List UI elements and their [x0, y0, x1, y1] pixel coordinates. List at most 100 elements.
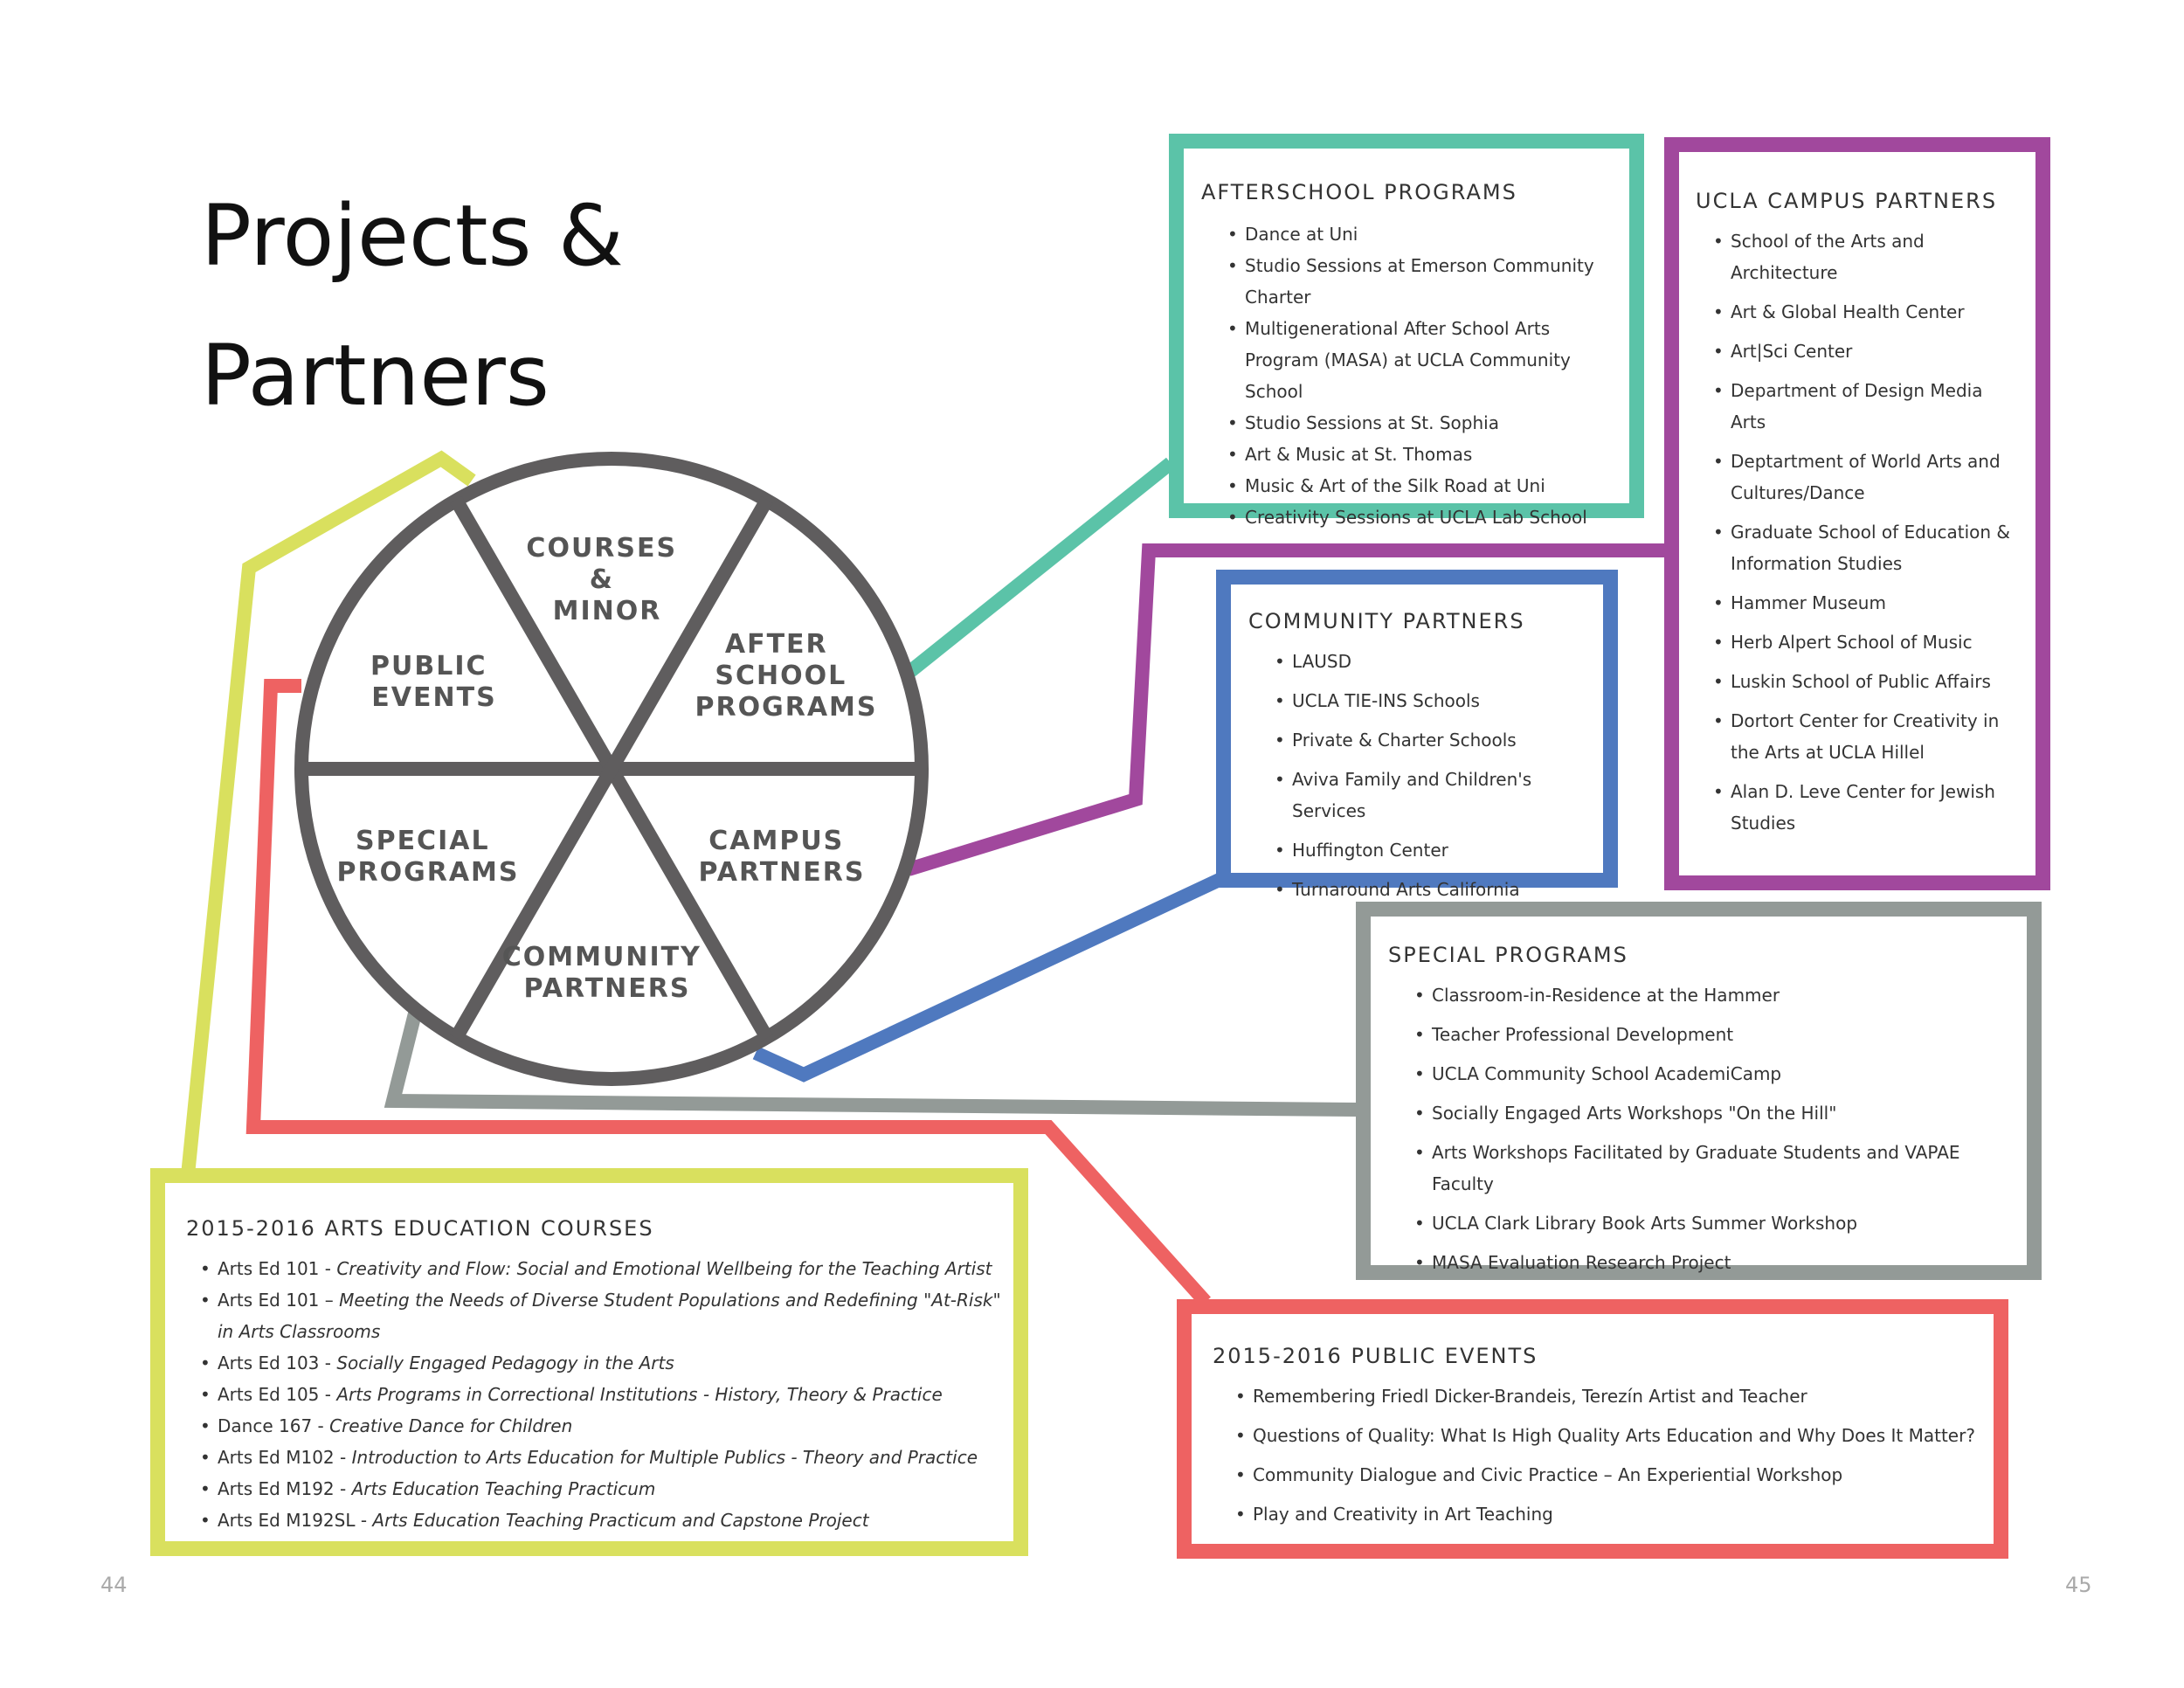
afterschool-programs-box: AFTERSCHOOL PROGRAMS Dance at Uni Studio… [1169, 134, 1644, 533]
page-title: Projects & Partners [201, 166, 624, 446]
page-title-line-2: Partners [201, 327, 549, 425]
page-number-left: 44 [100, 1573, 128, 1597]
community-partners-box: COMMUNITY PARTNERS LAUSD UCLA TIE-INS Sc… [1216, 570, 1618, 905]
afterschool-item: Creativity Sessions at UCLA Lab School [1227, 502, 1608, 533]
program-wheel: COURSES & MINOR AFTER SCHOOL PROGRAMS CA… [294, 452, 929, 1086]
course-code: Arts Ed 103 - [218, 1352, 337, 1373]
public-event-item: Questions of Quality: What Is High Quali… [1235, 1420, 1985, 1451]
special-item: Arts Workshops Facilitated by Graduate S… [1414, 1137, 2018, 1200]
wheel-label-afterschool-2: SCHOOL [715, 661, 847, 691]
wheel-label-public-2: EVENTS [371, 682, 496, 713]
special-programs-box: SPECIAL PROGRAMS Classroom-in-Residence … [1356, 902, 2042, 1280]
arts-education-courses-box: 2015-2016 ARTS EDUCATION COURSES Arts Ed… [150, 1168, 1028, 1556]
course-item: Arts Ed M192 - Arts Education Teaching P… [200, 1473, 1001, 1505]
course-code: Arts Ed 105 - [218, 1384, 337, 1405]
wheel-label-campus-2: PARTNERS [699, 857, 866, 888]
campus-item: Herb Alpert School of Music [1713, 626, 2023, 658]
course-item: Arts Ed 105 - Arts Programs in Correctio… [200, 1379, 1001, 1410]
svg-text:AFTER SCHOOL PROGR: AFTER SCHOOL PROGRAMS [695, 629, 878, 723]
course-title: Introduction to Arts Education for Multi… [351, 1447, 978, 1468]
afterschool-item: Studio Sessions at Emerson Community Cha… [1227, 250, 1608, 313]
wheel-label-afterschool-1: AFTER [725, 629, 828, 660]
campus-item: Department of Design Media Arts [1713, 375, 2023, 438]
campus-item: Luskin School of Public Affairs [1713, 666, 2023, 697]
campus-item: Deptartment of World Arts and Cultures/D… [1713, 446, 2023, 508]
connector-courses [181, 450, 476, 1176]
afterschool-item: Studio Sessions at St. Sophia [1227, 407, 1608, 439]
community-item: UCLA TIE-INS Schools [1275, 685, 1594, 716]
special-item: Teacher Professional Development [1414, 1019, 2018, 1050]
special-item: MASA Evaluation Research Project [1414, 1247, 2018, 1278]
arts-education-courses-list: Arts Ed 101 - Creativity and Flow: Socia… [200, 1253, 1001, 1536]
afterschool-programs-list: Dance at Uni Studio Sessions at Emerson … [1227, 218, 1608, 533]
afterschool-item: Music & Art of the Silk Road at Uni [1227, 470, 1608, 502]
community-item: Private & Charter Schools [1275, 724, 1594, 756]
connector-special [384, 1012, 1359, 1117]
special-programs-heading: SPECIAL PROGRAMS [1388, 943, 1628, 967]
course-title: Arts Education Teaching Practicum and Ca… [372, 1510, 869, 1531]
special-item: UCLA Community School AcademiCamp [1414, 1058, 2018, 1090]
public-events-heading: 2015-2016 PUBLIC EVENTS [1213, 1344, 1538, 1368]
public-event-item: Remembering Friedl Dicker-Brandeis, Tere… [1235, 1380, 1985, 1412]
wheel-label-special-2: PROGRAMS [337, 857, 520, 888]
course-item: Arts Ed 101 – Meeting the Needs of Diver… [200, 1284, 1001, 1347]
wheel-label-courses-1: COURSES [526, 533, 677, 564]
connector-community [752, 871, 1227, 1083]
special-item: Classroom-in-Residence at the Hammer [1414, 979, 2018, 1011]
community-item: Huffington Center [1275, 834, 1594, 866]
wheel-label-community-2: PARTNERS [524, 973, 691, 1004]
community-item: LAUSD [1275, 646, 1594, 677]
public-event-item: Community Dialogue and Civic Practice – … [1235, 1459, 1985, 1491]
wheel-label-public-1: PUBLIC [370, 651, 487, 681]
afterschool-programs-heading: AFTERSCHOOL PROGRAMS [1201, 180, 1517, 204]
course-title: Arts Programs in Correctional Institutio… [336, 1384, 943, 1405]
course-code: Arts Ed 101 - [218, 1258, 337, 1279]
campus-item: Dortort Center for Creativity in the Art… [1713, 705, 2023, 768]
campus-item: Hammer Museum [1713, 587, 2023, 619]
connector-campus [906, 543, 1664, 876]
connector-public [245, 679, 1211, 1307]
special-item: Socially Engaged Arts Workshops "On the … [1414, 1097, 2018, 1129]
course-title: Creativity and Flow: Social and Emotiona… [336, 1258, 992, 1279]
campus-item: Graduate School of Education & Informati… [1713, 516, 2023, 579]
course-item: Arts Ed M102 - Introduction to Arts Educ… [200, 1442, 1001, 1473]
course-item: Dance 167 - Creative Dance for Children [200, 1410, 1001, 1442]
course-title: Creative Dance for Children [329, 1415, 573, 1436]
campus-item: School of the Arts and Architecture [1713, 225, 2023, 288]
public-events-box: 2015-2016 PUBLIC EVENTS Remembering Frie… [1177, 1299, 2008, 1559]
public-events-list: Remembering Friedl Dicker-Brandeis, Tere… [1235, 1380, 1985, 1530]
community-partners-list: LAUSD UCLA TIE-INS Schools Private & Cha… [1275, 646, 1594, 905]
course-code: Arts Ed 101 – [218, 1290, 340, 1311]
community-item: Turnaround Arts California [1275, 874, 1594, 905]
afterschool-item: Multigenerational After School Arts Prog… [1227, 313, 1608, 407]
campus-item: Art|Sci Center [1713, 336, 2023, 367]
afterschool-item: Art & Music at St. Thomas [1227, 439, 1608, 470]
special-item: UCLA Clark Library Book Arts Summer Work… [1414, 1207, 2018, 1239]
wheel-label-afterschool-3: PROGRAMS [695, 692, 878, 723]
campus-partners-box: UCLA CAMPUS PARTNERS School of the Arts … [1664, 137, 2050, 890]
campus-item: Alan D. Leve Center for Jewish Studies [1713, 776, 2023, 839]
svg-text:COURSES & MINOR: COURSES & MINOR [526, 533, 688, 626]
course-code: Arts Ed M192SL - [218, 1510, 373, 1531]
campus-partners-heading: UCLA CAMPUS PARTNERS [1696, 189, 1998, 213]
wheel-label-community-1: COMMUNITY [502, 942, 702, 972]
wheel-label-campus-1: CAMPUS [708, 826, 844, 856]
svg-text:PUBLIC EVENTS: PUBLIC EVENTS [370, 651, 498, 713]
campus-item: Art & Global Health Center [1713, 296, 2023, 328]
community-partners-heading: COMMUNITY PARTNERS [1248, 609, 1525, 633]
course-code: Arts Ed M192 - [218, 1478, 352, 1499]
afterschool-item: Dance at Uni [1227, 218, 1608, 250]
arts-education-courses-heading: 2015-2016 ARTS EDUCATION COURSES [186, 1216, 654, 1241]
page-number-right: 45 [2065, 1573, 2092, 1597]
campus-partners-list: School of the Arts and Architecture Art … [1713, 225, 2023, 839]
wheel-label-courses-2: & [590, 564, 614, 595]
wheel-label-courses-3: MINOR [553, 596, 662, 626]
course-code: Dance 167 - [218, 1415, 330, 1436]
course-item: Arts Ed M192SL - Arts Education Teaching… [200, 1505, 1001, 1536]
page-title-line-1: Projects & [201, 187, 624, 285]
course-title: Socially Engaged Pedagogy in the Arts [336, 1352, 674, 1373]
special-programs-list: Classroom-in-Residence at the Hammer Tea… [1414, 979, 2018, 1278]
svg-text:SPECIAL PROGRAMS: SPECIAL PROGRAMS [337, 826, 520, 888]
course-item: Arts Ed 101 - Creativity and Flow: Socia… [200, 1253, 1001, 1284]
course-item: Arts Ed 103 - Socially Engaged Pedagogy … [200, 1347, 1001, 1379]
